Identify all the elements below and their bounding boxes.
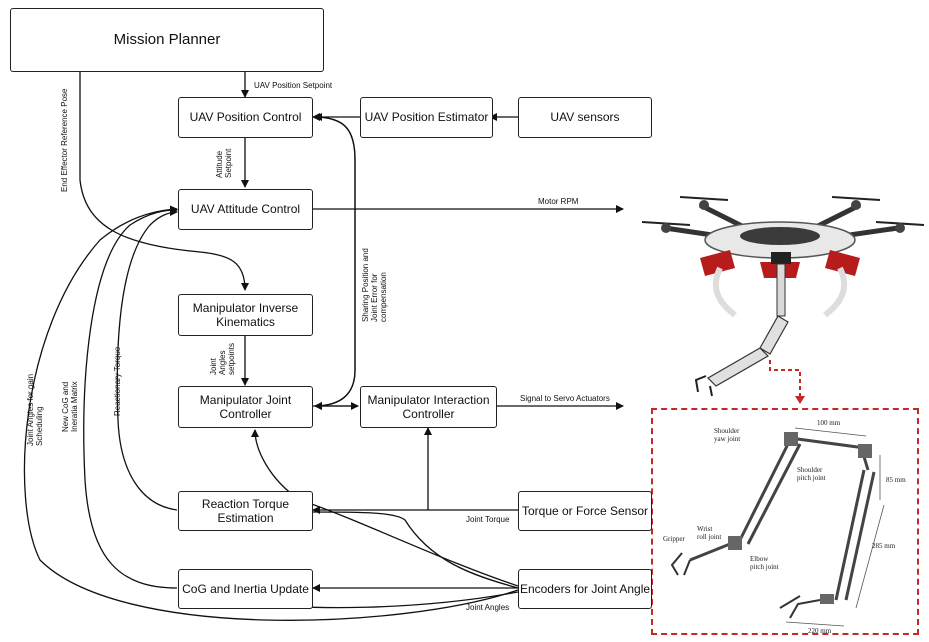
manipulator-joint-controller-block[interactable]: Manipulator Joint Controller bbox=[178, 386, 313, 428]
label-end-effector-ref: End Effector Reference Pose bbox=[60, 88, 69, 192]
uav-position-control-block[interactable]: UAV Position Control bbox=[178, 97, 313, 138]
mission-planner-block[interactable]: Mission Planner bbox=[10, 8, 324, 72]
arrow-reactionary-torque bbox=[116, 208, 178, 511]
uav-position-estimator-block[interactable]: UAV Position Estimator bbox=[360, 97, 493, 138]
label-gain-2: Scheduling bbox=[35, 406, 44, 446]
label-shoulder-pitch-1: Shoulder bbox=[797, 466, 823, 474]
label-sharing-1: Sharing Position and bbox=[361, 248, 370, 322]
label-reactionary-torque: Reactionary Torque bbox=[113, 346, 122, 416]
label-new-cog-2: Ineratia Matrix bbox=[70, 381, 79, 432]
reaction-torque-estimation-block[interactable]: Reaction Torque Estimation bbox=[178, 491, 313, 531]
label-sharing-2: Joint Error for bbox=[370, 273, 379, 322]
label-motor-rpm: Motor RPM bbox=[538, 197, 579, 206]
arm-drawing: 100 mm 85 mm 285 mm 220 mm Shoulder yaw … bbox=[663, 419, 906, 635]
label-attitude-setpoint-1: Attitude bbox=[215, 150, 224, 178]
label-elbow-pitch-1: Elbow bbox=[750, 555, 769, 563]
dim-85: 85 mm bbox=[886, 476, 906, 484]
arrow-sharing-loop bbox=[312, 116, 356, 410]
label-sharing-3: compensation bbox=[379, 272, 388, 322]
drone-image bbox=[641, 196, 925, 397]
dim-220: 220 mm bbox=[808, 627, 832, 635]
cog-inertia-update-block[interactable]: CoG and Inertia Update bbox=[178, 569, 313, 609]
label-joint-setpoints-3: setpoints bbox=[227, 343, 236, 375]
encoders-joint-angle-block[interactable]: Encoders for Joint Angle bbox=[518, 569, 652, 609]
label-shoulder-yaw-2: yaw joint bbox=[714, 435, 740, 443]
label-new-cog-1: New CoG and bbox=[61, 382, 70, 432]
label-joint-setpoints-1: Joint bbox=[209, 357, 218, 375]
uav-attitude-control-block[interactable]: UAV Attitude Control bbox=[178, 189, 313, 230]
manipulator-interaction-controller-block[interactable]: Manipulator Interaction Controller bbox=[360, 386, 497, 428]
label-shoulder-pitch-2: pitch joint bbox=[797, 474, 826, 482]
uav-sensors-block[interactable]: UAV sensors bbox=[518, 97, 652, 138]
arrow-encoders-reaction bbox=[312, 511, 519, 589]
label-uav-position-setpoint: UAV Position Setpoint bbox=[254, 81, 333, 90]
label-signal-to-servo: Signal to Servo Actuators bbox=[520, 394, 610, 403]
manipulator-ik-block[interactable]: Manipulator Inverse Kinematics bbox=[178, 294, 313, 336]
arrow-new-cog bbox=[83, 206, 178, 589]
torque-force-sensor-block[interactable]: Torque or Force Sensor bbox=[518, 491, 652, 531]
dim-100: 100 mm bbox=[817, 419, 841, 427]
label-gripper: Gripper bbox=[663, 535, 685, 543]
arrow-encoders-joint bbox=[251, 429, 519, 587]
label-joint-setpoints-2: Angles bbox=[218, 351, 227, 375]
label-wrist-roll-1: Wrist bbox=[697, 525, 712, 533]
label-shoulder-yaw-1: Shoulder bbox=[714, 427, 740, 435]
dim-285: 285 mm bbox=[872, 542, 896, 550]
label-joint-angles: Joint Angles bbox=[466, 603, 509, 612]
label-gain-1: Joint Angles for gain bbox=[26, 374, 35, 446]
arrow-end-effector bbox=[79, 72, 249, 291]
label-elbow-pitch-2: pitch joint bbox=[750, 563, 779, 571]
label-attitude-setpoint-2: Setpoint bbox=[224, 148, 233, 178]
arrow-gain-scheduling bbox=[23, 205, 519, 621]
label-wrist-roll-2: roll joint bbox=[697, 533, 721, 541]
label-joint-torque: Joint Torque bbox=[466, 515, 510, 524]
arm-detail-panel bbox=[651, 408, 919, 635]
